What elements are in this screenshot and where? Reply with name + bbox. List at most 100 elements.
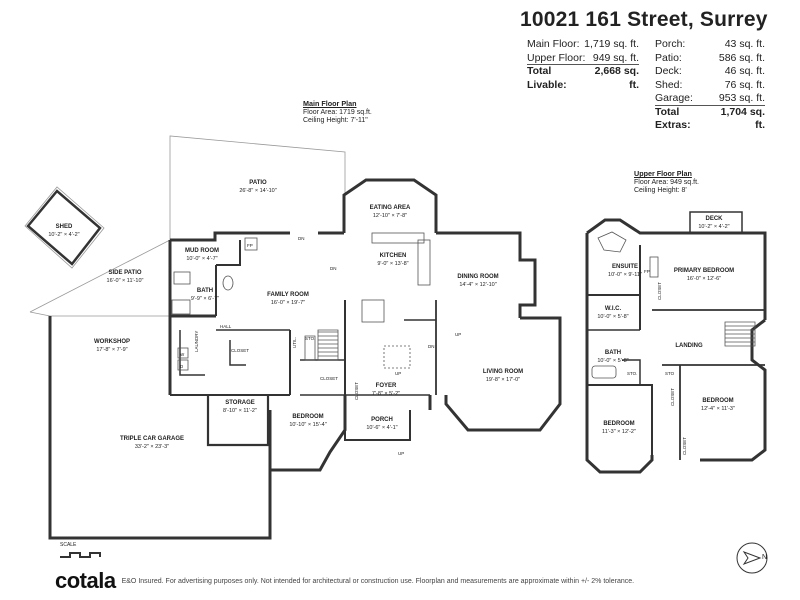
room-dim: 17'-8" × 7'-9" — [96, 347, 127, 353]
closet-wall — [229, 340, 246, 366]
upper-floor-stat: Upper Floor: 949 sq. ft. — [527, 52, 639, 66]
divider — [655, 105, 765, 106]
room-name: BEDROOM — [292, 414, 323, 420]
exterior-outlines — [24, 135, 346, 317]
tub — [597, 231, 627, 253]
disclaimer: E&O Insured. For advertising purposes on… — [121, 577, 635, 585]
closet-label: CLOSET — [354, 382, 359, 400]
room-name: BATH — [605, 350, 621, 356]
main-floor-ceiling: Ceiling Height: 7'-11" — [303, 117, 368, 124]
closet-label: CLOSET — [320, 376, 338, 381]
up-label: UP — [395, 371, 401, 376]
patio-outline — [29, 135, 346, 313]
storage-wall — [206, 395, 270, 447]
shed-wall — [26, 189, 102, 266]
vanity — [649, 256, 659, 278]
upper-floor-fixtures — [591, 231, 756, 379]
down-label: DN — [330, 266, 337, 271]
room-dim: 10'-0" × 9'-11" — [608, 272, 642, 278]
washer-label: W — [180, 352, 185, 357]
scale-graphic — [60, 552, 101, 558]
footer: cotala E&O Insured. For advertising purp… — [55, 568, 634, 594]
deck-wall — [689, 211, 743, 233]
patio-stat: Patio: 586 sq. ft. — [655, 52, 765, 66]
room-name: LANDING — [675, 343, 703, 349]
shower — [171, 299, 191, 315]
room-name: PATIO — [249, 180, 267, 186]
brand-logo: cotala — [55, 568, 116, 593]
room-name: WORKSHOP — [94, 339, 130, 345]
dryer-label: D — [180, 364, 184, 369]
north-label: N — [762, 554, 768, 561]
sto-label: STO. — [627, 371, 637, 376]
room-name: KITCHEN — [380, 253, 407, 259]
upper-wall — [585, 233, 654, 474]
down-label: DN — [428, 344, 435, 349]
toilet — [222, 275, 234, 291]
room-name: LIVING ROOM — [483, 369, 523, 375]
stat-value: 43 sq. ft. — [724, 38, 765, 50]
upper-stair — [724, 321, 756, 347]
divider — [527, 64, 639, 65]
room-name: EATING AREA — [370, 205, 411, 211]
wall — [170, 231, 290, 242]
side-patio-outline — [29, 311, 170, 317]
main-floor-fixtures — [171, 232, 431, 371]
porch-stat: Porch: 43 sq. ft. — [655, 38, 765, 52]
room-dim: 10'-2" × 4'-2" — [48, 232, 79, 238]
stat-value: 46 sq. ft. — [724, 65, 765, 77]
total-livable-stat: Total Livable: 2,668 sq. ft. — [527, 65, 639, 92]
upper-floor-ceiling: Ceiling Height: 8' — [634, 187, 687, 194]
stat-value: 586 sq. ft. — [718, 51, 765, 64]
stat-value: 949 sq. ft. — [592, 51, 639, 64]
down-label: DN — [298, 236, 305, 241]
stat-value: 953 sq. ft. — [718, 92, 765, 104]
wall — [216, 240, 241, 266]
extras-area-stats: Porch: 43 sq. ft. Patio: 586 sq. ft. Dec… — [655, 38, 765, 133]
closet-label: CLOSET — [657, 282, 662, 300]
main-floor-plan-info: Main Floor Plan Floor Area: 1719 sq.ft. … — [303, 99, 372, 126]
stat-label: Porch: — [655, 38, 686, 50]
upper-floor-plan-info: Upper Floor Plan Floor Area: 949 sq.ft. … — [634, 169, 699, 196]
room-name: DECK — [705, 216, 723, 222]
laundry-label: LAUNDRY — [194, 331, 199, 352]
upper-floor-area: Floor Area: 949 sq.ft. — [634, 178, 699, 186]
kitchen-counter — [371, 232, 425, 244]
room-dim: 7'-8" × 5'-2" — [372, 391, 400, 397]
room-dim: 10'-0" × 5'-8" — [597, 358, 628, 364]
shed-outline — [24, 186, 105, 269]
room-name: MUD ROOM — [185, 248, 219, 254]
room-name: PRIMARY BEDROOM — [674, 268, 734, 274]
dryer — [177, 359, 189, 371]
room-dim: 19'-8" × 17'-0" — [486, 377, 520, 383]
north-arrow: N — [734, 540, 770, 581]
room-name: FAMILY ROOM — [267, 292, 309, 298]
room-dim: 10'-0" × 5'-8" — [597, 314, 628, 320]
upper-wall — [587, 294, 641, 330]
sto-label: STO — [665, 371, 675, 376]
sto-label: STO. — [305, 336, 315, 341]
foyer-rug — [383, 345, 411, 369]
up-label: UP — [398, 451, 404, 456]
bathtub — [591, 365, 617, 379]
stat-label: Main Floor: — [527, 38, 580, 50]
eating-area-bay — [342, 178, 438, 233]
upper-floor-heading: Upper Floor Plan — [634, 169, 692, 178]
fireplace-label: FP — [247, 243, 253, 248]
stat-value: 2,668 sq. ft. — [594, 65, 639, 91]
stat-label: Garage: — [655, 92, 693, 104]
compass-icon — [736, 542, 768, 574]
closet-label: CLOSET — [231, 348, 249, 353]
room-dim: 16'-0" × 19'-7" — [271, 300, 305, 306]
room-name: FOYER — [376, 383, 397, 389]
room-name: W.I.C. — [605, 306, 622, 312]
room-dim: 12'-10" × 7'-8" — [373, 213, 407, 219]
washer — [177, 347, 189, 359]
room-dim: 26'-8" × 14'-10" — [239, 188, 276, 194]
livable-area-stats: Main Floor: 1,719 sq. ft. Upper Floor: 9… — [527, 38, 639, 92]
room-name: SHED — [56, 224, 73, 230]
room-dim: 10'-2" × 4'-2" — [698, 224, 729, 230]
room-name: BATH — [197, 288, 213, 294]
room-dim: 33'-2" × 23'-3" — [135, 444, 169, 450]
kitchen-counter-side — [417, 239, 431, 286]
